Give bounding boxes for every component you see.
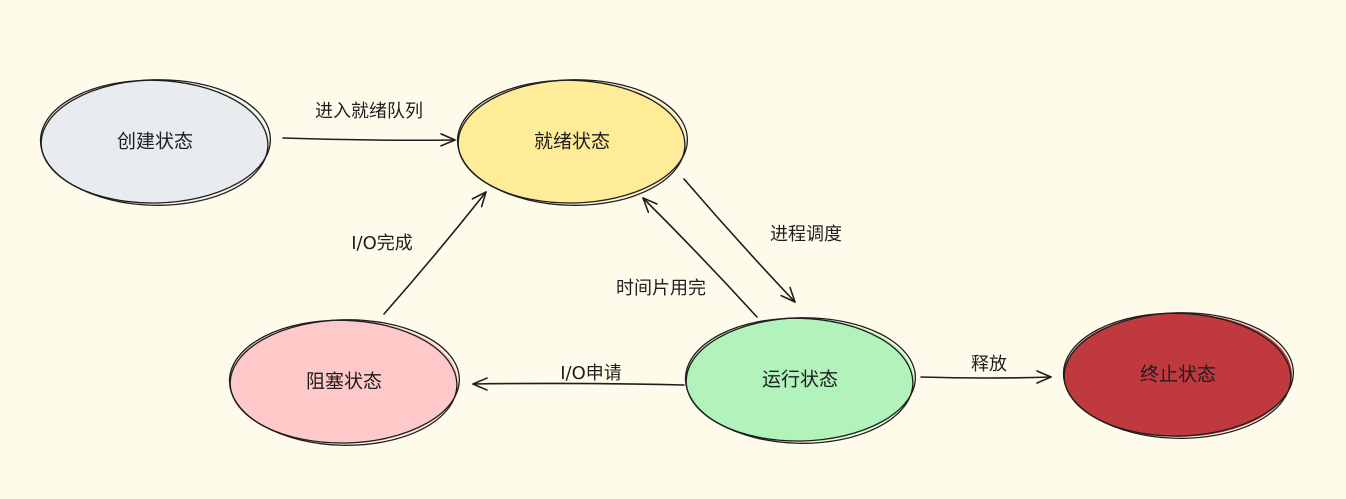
edge-release-arrowhead xyxy=(1036,370,1052,384)
edge-io-request-line xyxy=(472,382,685,386)
edge-release-line xyxy=(920,376,1052,379)
edge-release: 释放 xyxy=(920,354,1052,384)
node-blocked: 阻塞状态 xyxy=(228,319,461,446)
node-ready-outline-sketch xyxy=(456,79,686,206)
node-ready-shape xyxy=(458,80,686,204)
edge-process-scheduling-arrowhead xyxy=(780,286,796,303)
edge-enter-ready-queue-label: 进入就绪队列 xyxy=(315,101,423,122)
node-terminated-label: 终止状态 xyxy=(1140,364,1216,386)
node-blocked-outline-sketch xyxy=(228,319,458,446)
edge-io-complete-label: I/O完成 xyxy=(351,233,413,254)
edge-io-complete: I/O完成 xyxy=(351,191,487,315)
edge-time-slice-expired-arrowhead xyxy=(642,197,658,214)
edge-io-request-label: I/O申请 xyxy=(560,363,622,384)
node-terminated-shape xyxy=(1064,313,1292,437)
node-running-shape xyxy=(686,318,914,442)
node-terminated: 终止状态 xyxy=(1062,312,1295,439)
edge-io-request: I/O申请 xyxy=(472,363,685,391)
edge-time-slice-expired-line xyxy=(642,197,758,318)
edge-enter-ready-queue-line xyxy=(282,137,456,142)
edge-enter-ready-queue-arrowhead xyxy=(440,133,456,147)
node-running-label: 运行状态 xyxy=(762,369,838,391)
node-blocked-shape xyxy=(230,320,458,444)
edge-enter-ready-queue: 进入就绪队列 xyxy=(282,101,456,147)
node-ready-label: 就绪状态 xyxy=(534,131,610,153)
node-running-outline-sketch xyxy=(684,317,914,444)
node-create: 创建状态 xyxy=(39,79,272,206)
node-running: 运行状态 xyxy=(684,317,917,444)
edge-process-scheduling-label: 进程调度 xyxy=(770,224,842,245)
edge-time-slice-expired: 时间片用完 xyxy=(616,197,758,318)
node-blocked-label: 阻塞状态 xyxy=(306,371,382,393)
node-terminated-outline-sketch xyxy=(1062,312,1292,439)
node-create-shape xyxy=(41,80,269,204)
edge-process-scheduling-line xyxy=(683,178,796,303)
edge-io-complete-arrowhead xyxy=(471,191,487,208)
node-create-outline-sketch xyxy=(39,79,269,206)
node-create-label: 创建状态 xyxy=(117,131,193,153)
edge-release-label: 释放 xyxy=(971,354,1007,375)
node-ready: 就绪状态 xyxy=(456,79,689,206)
edge-time-slice-expired-label: 时间片用完 xyxy=(616,278,706,299)
edge-io-complete-line xyxy=(383,191,487,315)
edge-process-scheduling: 进程调度 xyxy=(683,178,842,303)
edge-io-request-arrowhead xyxy=(472,377,488,391)
